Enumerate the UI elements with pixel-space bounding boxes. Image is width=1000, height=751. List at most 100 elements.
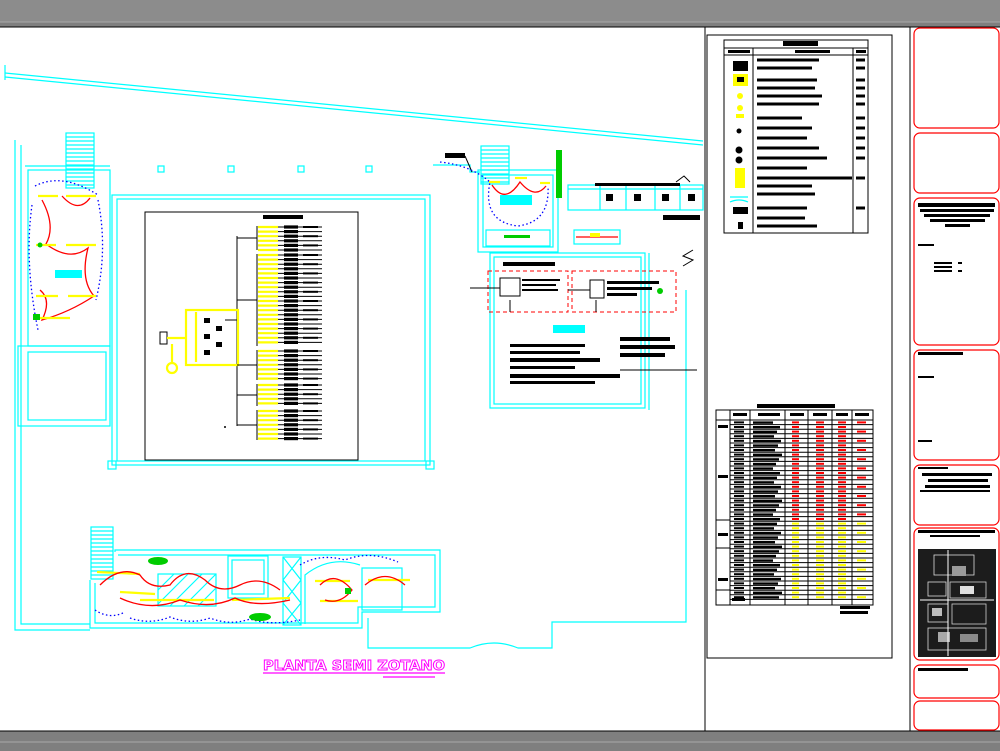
schedule-cell-value	[838, 564, 846, 566]
schedule-cell-value	[838, 522, 846, 525]
circuit-label-block	[303, 384, 318, 386]
legend-quantity-text	[856, 86, 865, 90]
circuit-label-block	[284, 234, 298, 238]
equipment-symbol	[688, 194, 695, 201]
schedule-cell-value	[792, 481, 799, 484]
schedule-cell-text	[734, 568, 744, 571]
lower-wing-inner-wall	[94, 554, 436, 624]
schedule-cell-text	[753, 467, 773, 470]
schedule-cell-value	[792, 439, 799, 442]
title-block-cell-sheet-number	[913, 700, 1000, 731]
circuit-label-block	[284, 276, 298, 280]
schedule-cell-value	[838, 430, 846, 433]
schedule-cell-value	[792, 467, 799, 470]
legend-table-frame	[723, 39, 869, 234]
circuit-label-block	[284, 414, 298, 418]
schedule-cell-value	[838, 421, 846, 424]
schedule-cell-value	[838, 439, 846, 442]
schedule-cell-text	[734, 485, 744, 488]
lower-wing-plan	[89, 526, 441, 629]
title-block-cell-scale	[913, 664, 1000, 699]
schedule-cell-value	[838, 518, 846, 520]
main-breaker	[204, 318, 210, 323]
drawing-title-group: PLANTA SEMI ZOTANO	[263, 659, 445, 678]
legend-quantity-text	[856, 176, 865, 180]
schedule-header-text	[733, 413, 747, 416]
lower-wing-outer-wall	[89, 549, 441, 629]
green-feeder-marker	[556, 150, 562, 198]
schedule-cell-value	[816, 518, 824, 520]
schedule-cell-text	[734, 541, 744, 543]
circuit-label-block	[284, 281, 298, 285]
circuit-label-block	[284, 418, 298, 422]
circuit-label-block	[284, 354, 298, 358]
schedule-note-block	[840, 606, 870, 609]
schedule-cell-value	[816, 527, 824, 530]
schedule-cell-text	[734, 559, 744, 562]
schedule-cell-value	[838, 462, 846, 465]
title-block-cell-location	[913, 527, 1000, 661]
schedule-cell-value	[838, 591, 846, 594]
wiring-run	[439, 161, 549, 227]
schedule-cell-text	[753, 541, 775, 544]
green-marker	[504, 235, 530, 238]
map-block	[938, 632, 950, 642]
central-room-inner-wall	[116, 198, 426, 462]
legend-symbol	[729, 199, 749, 203]
schedule-total-label	[732, 598, 745, 601]
diagram-dot	[224, 426, 226, 428]
schedule-cell-value	[816, 550, 824, 553]
schedule-cell-text	[734, 495, 744, 497]
break-line-symbol	[681, 249, 695, 267]
schedule-cell-text	[734, 435, 744, 438]
schedule-cell-text	[753, 527, 774, 530]
schedule-cell-text	[734, 587, 744, 589]
legend-quantity-text	[856, 58, 865, 62]
legend-symbol	[735, 146, 743, 154]
schedule-group-label	[718, 578, 728, 581]
title-block-cell-sheet-title	[913, 464, 1000, 526]
schedule-cell-text	[734, 444, 744, 447]
main-breaker	[204, 350, 210, 355]
schedule-cell-value	[838, 485, 846, 488]
legend-symbol	[737, 105, 743, 111]
schedule-cell-text	[753, 536, 778, 539]
schedule-cell-value	[838, 472, 846, 474]
schedule-cell-value	[816, 481, 824, 484]
legend-description-text	[757, 94, 822, 98]
title-block-text	[928, 479, 988, 482]
panel-symbol	[499, 277, 521, 297]
circuit-label-block	[284, 423, 298, 427]
circuit-label-block	[284, 294, 298, 298]
title-block-text	[934, 270, 952, 272]
schedule-cell-text	[734, 545, 744, 548]
schedule-cell-value	[792, 518, 799, 520]
schedule-cell-value	[792, 472, 799, 474]
schedule-cell-text	[734, 591, 744, 594]
schedule-cell-text	[734, 499, 744, 502]
schedule-cell-text	[753, 495, 775, 498]
schedule-cell-value	[838, 536, 846, 539]
legend-symbol	[736, 128, 742, 134]
circuit-label-block	[284, 383, 298, 387]
legend-description-text	[757, 224, 817, 228]
panel-label-block	[522, 279, 560, 281]
circuit-label-block	[284, 225, 298, 229]
schedule-cell-value	[816, 439, 824, 442]
schedule-cell-value	[838, 504, 846, 507]
left-stair-outline	[65, 132, 95, 189]
schedule-cell-value	[857, 559, 866, 562]
central-room-outer-wall	[111, 194, 431, 466]
schedule-cell-value	[838, 467, 846, 470]
wiring-run	[129, 616, 301, 624]
schedule-cell-value	[838, 481, 846, 484]
schedule-cell-value	[838, 476, 846, 479]
single-line-diagram	[159, 215, 322, 441]
schedule-cell-value	[838, 541, 846, 543]
central-room	[107, 194, 435, 470]
schedule-cell-value	[838, 444, 846, 447]
schedule-cell-value	[792, 559, 799, 562]
boundary-diagonal-line	[4, 72, 704, 142]
schedule-cell-value	[838, 596, 846, 599]
